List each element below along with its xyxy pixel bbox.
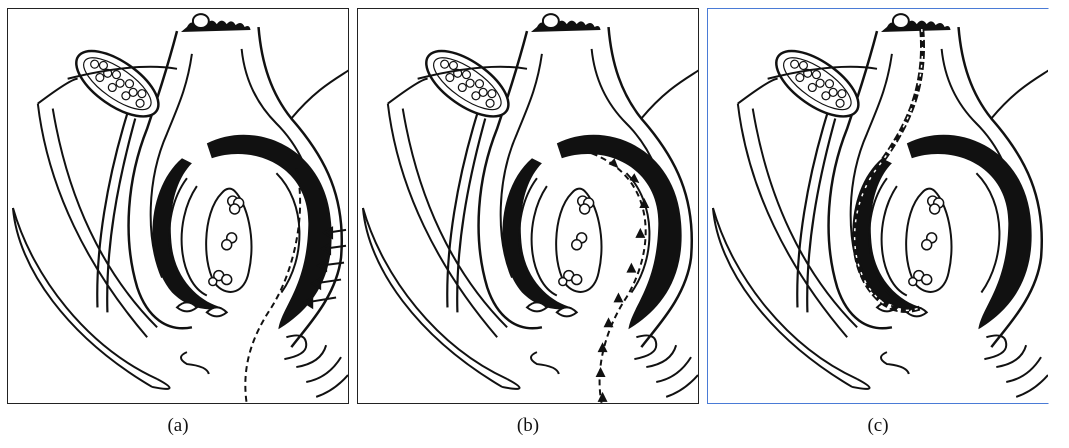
- flower-diagram-b: [358, 9, 698, 403]
- diagram-panel-a: [7, 8, 349, 404]
- diagram-panel-c: [707, 8, 1049, 404]
- flower-diagram-c: [708, 9, 1048, 403]
- pollen-tube-path: [245, 168, 300, 403]
- flower-diagram-a: [8, 9, 348, 403]
- pollen-tube-path: [592, 153, 646, 403]
- caption-a: (a): [148, 415, 208, 437]
- caption-b: (b): [498, 415, 558, 437]
- caption-c: (c): [848, 415, 908, 437]
- diagram-panel-b: [357, 8, 699, 404]
